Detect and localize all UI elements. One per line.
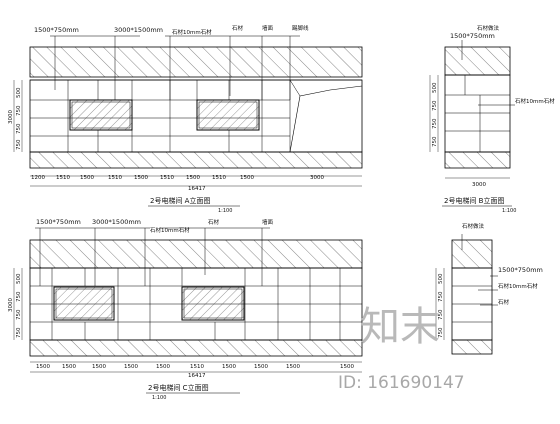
tile-size-label-xl: 3000*1500mm	[92, 218, 141, 226]
tile-size-label-xl: 3000*1500mm	[114, 26, 163, 34]
drawing-caption: 2号电梯间 A立面图	[150, 196, 210, 205]
dim-label: 750	[438, 291, 444, 302]
bottom-dim-labels: 1200 1510 1500 1510 1500 1510 1500 1510 …	[31, 175, 324, 192]
floor-slab	[29, 339, 363, 357]
material-note: 石材做法	[462, 222, 485, 230]
drawing-scale: 1:100	[218, 208, 232, 214]
ceiling-slab	[29, 46, 363, 78]
ceiling-slab	[451, 239, 493, 269]
dim-label: 1510	[108, 175, 122, 181]
dim-label: 1510	[212, 175, 226, 181]
material-note: 石材10mm石材	[150, 226, 190, 234]
total-dim-label: 16417	[188, 373, 206, 379]
elevation-2: 1500*750mm 石材做法 石材10mm石材 500 750 750 750…	[429, 24, 555, 214]
wall-face	[29, 79, 363, 153]
dim-label: 750	[438, 309, 444, 320]
dim-label: 1500	[134, 175, 148, 181]
elevation-4: 石材做法 1500*750mm 石材10mm石材 石材 500 750 750 …	[435, 222, 543, 355]
dim-label: 750	[16, 291, 22, 302]
height-dim-label: 3000	[8, 298, 14, 312]
floor-slab	[451, 339, 493, 355]
material-note: 踢脚线	[292, 24, 309, 32]
watermark: 知末 ID: 161690147	[338, 304, 465, 393]
total-dim-label: 16417	[188, 186, 206, 192]
dim-label: 1500	[92, 364, 106, 370]
glass-panel-left	[53, 286, 115, 321]
material-note: 石材	[208, 218, 220, 226]
dim-label: 1500	[156, 364, 170, 370]
tile-size-label: 1500*750mm	[498, 266, 543, 274]
glass-panel-right	[196, 99, 260, 131]
dim-label: 1500	[124, 364, 138, 370]
dim-label: 750	[16, 309, 22, 320]
material-note: 石材10mm石材	[515, 97, 555, 105]
dim-label: 750	[16, 105, 22, 116]
elevation-3: 1500*750mm 3000*1500mm 石材10mm石材 石材 墙面 15…	[8, 218, 363, 401]
dim-label: 1510	[190, 364, 204, 370]
dim-label: 1500	[80, 175, 94, 181]
drawing-caption: 2号电梯间 B立面图	[444, 196, 504, 205]
dim-label: 1500	[62, 364, 76, 370]
dim-label: 1500	[286, 364, 300, 370]
wall-face	[444, 74, 511, 153]
bottom-dim-chain	[30, 175, 362, 187]
bottom-dim-labels: 1500 1500 1500 1500 1500 1510 1500 1500 …	[36, 364, 354, 379]
material-note: 墙面	[262, 218, 274, 226]
material-note: 石材10mm石材	[172, 28, 212, 36]
dim-label: 1500	[340, 364, 354, 370]
dim-label: 1500	[222, 364, 236, 370]
dim-label: 1200	[31, 175, 45, 181]
drawing-caption: 2号电梯间 C立面图	[148, 383, 209, 392]
dim-label: 750	[438, 327, 444, 338]
height-dim-label: 3000	[8, 110, 14, 124]
dim-label: 750	[16, 139, 22, 150]
dim-label: 750	[432, 100, 438, 111]
floor-slab	[29, 151, 363, 169]
dim-label: 750	[432, 136, 438, 147]
tile-size-label: 1500*750mm	[36, 218, 81, 226]
material-note: 墙面	[262, 24, 274, 32]
dim-label: 1510	[56, 175, 70, 181]
material-note: 石材做法	[477, 24, 500, 32]
tile-size-label: 1500*750mm	[450, 32, 495, 40]
watermark-id: ID: 161690147	[338, 373, 465, 393]
drawing-scale: 1:100	[502, 208, 516, 214]
dim-label: 1500	[186, 175, 200, 181]
material-note: 石材	[232, 24, 244, 32]
watermark-logo: 知末	[360, 304, 440, 350]
material-note: 石材10mm石材	[498, 282, 538, 290]
dim-label: 1510	[160, 175, 174, 181]
dim-label: 1500	[36, 364, 50, 370]
ceiling-slab	[444, 46, 511, 76]
elevation-1: 1500*750mm 3000*1500mm 石材10mm石材 石材 墙面 踢脚…	[8, 24, 363, 214]
dim-label: 750	[432, 118, 438, 129]
dim-label: 500	[432, 82, 438, 93]
glass-panel-left	[69, 99, 133, 131]
total-dim-label: 3000	[472, 182, 486, 188]
drawing-scale: 1:100	[152, 395, 166, 401]
dim-label: 1500	[240, 175, 254, 181]
dim-label: 1500	[254, 364, 268, 370]
glass-panel-right	[181, 286, 245, 321]
floor-slab	[444, 151, 511, 169]
dim-label: 500	[16, 87, 22, 98]
dim-label: 750	[16, 327, 22, 338]
dim-label: 750	[16, 123, 22, 134]
dim-label: 500	[16, 273, 22, 284]
material-note: 石材	[498, 298, 510, 306]
ceiling-slab	[29, 239, 363, 269]
tile-size-label: 1500*750mm	[34, 26, 79, 34]
dim-label: 500	[438, 273, 444, 284]
dim-label: 3000	[310, 175, 324, 181]
